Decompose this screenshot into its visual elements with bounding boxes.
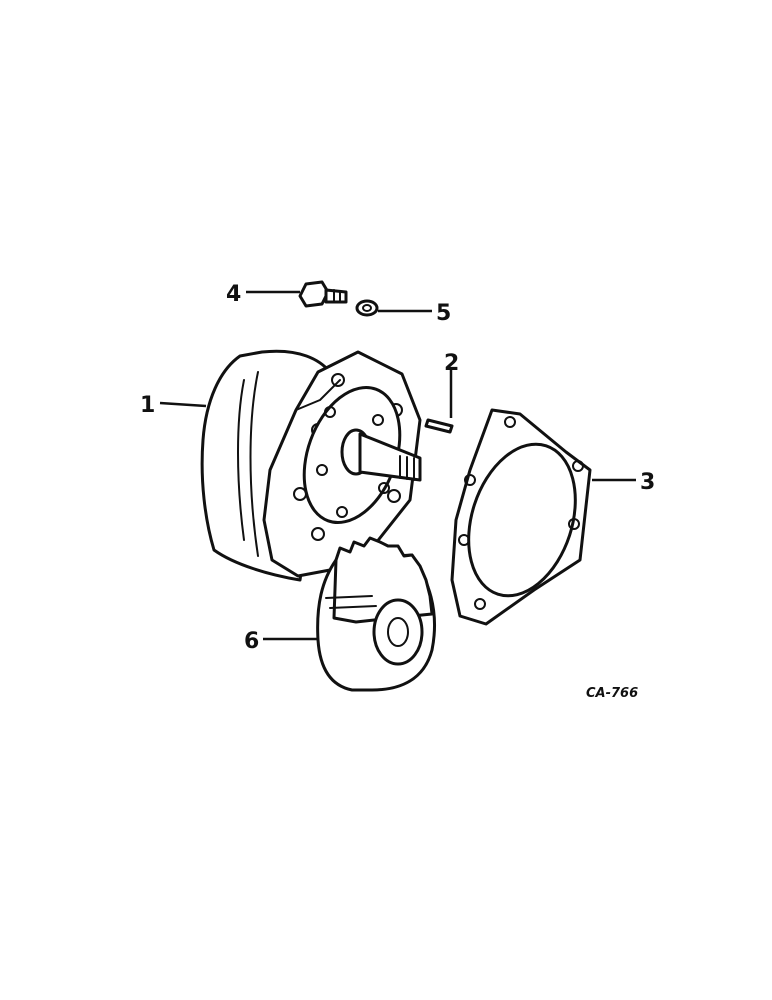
- callout-3: 3: [640, 470, 655, 495]
- callout-5: 5: [436, 301, 451, 326]
- lock-washer: [355, 299, 379, 317]
- callout-2: 2: [444, 351, 459, 376]
- drive-gear: [316, 536, 436, 692]
- callout-4: 4: [226, 282, 241, 307]
- callout-1: 1: [140, 393, 155, 418]
- dowel-pin: [424, 418, 454, 434]
- leader-lines: [159, 290, 636, 641]
- callout-6: 6: [244, 629, 259, 654]
- cap-screw: [298, 280, 348, 308]
- pump-body: [200, 349, 422, 582]
- figure-reference-code: CA-766: [586, 686, 638, 701]
- gasket: [450, 408, 592, 626]
